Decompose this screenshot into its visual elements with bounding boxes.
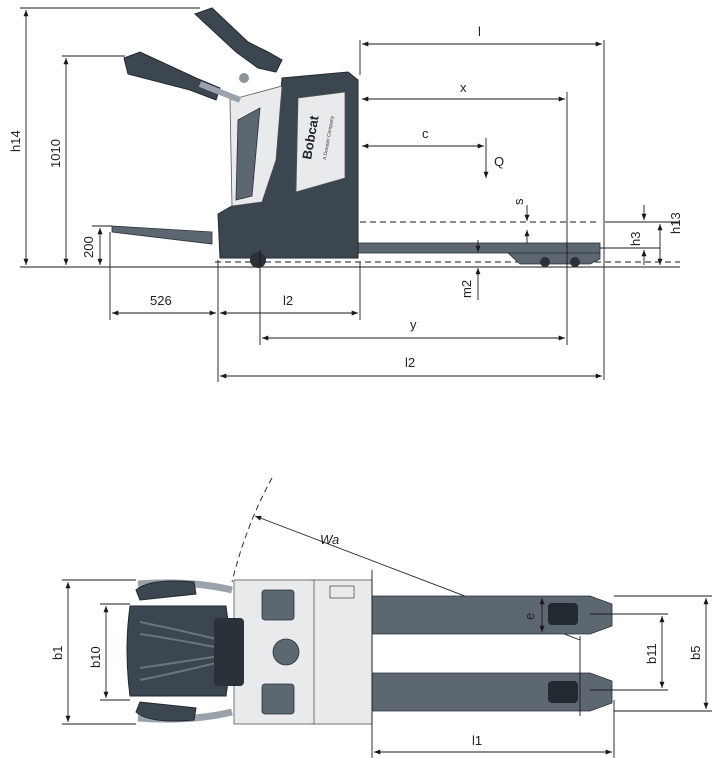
truck-top-illustration (126, 579, 613, 725)
label-l1: l1 (472, 733, 482, 748)
label-h13: h13 (668, 212, 683, 234)
label-b11: b11 (644, 643, 659, 664)
label-1010: 1010 (48, 139, 63, 168)
fork-side (357, 242, 601, 254)
lower-compartment (261, 683, 295, 715)
brand-plate (329, 585, 355, 599)
label-200: 200 (81, 236, 96, 258)
steer-pivot (272, 638, 300, 666)
fork-tip (506, 252, 601, 265)
tiller-top (214, 618, 244, 686)
label-y: y (410, 317, 417, 332)
label-q: Q (494, 154, 504, 169)
label-x: x (460, 80, 467, 95)
label-h14: h14 (8, 130, 23, 152)
label-panel (295, 91, 346, 193)
tiller-pivot (239, 73, 249, 83)
label-526: 526 (150, 293, 172, 308)
label-b5: b5 (688, 646, 703, 660)
platform-tread (139, 621, 221, 681)
battery-cover (309, 579, 373, 725)
truck-side-illustration: Bobcat A Doosan Company (111, 7, 601, 268)
fork-wheel-upper (548, 603, 578, 625)
fork-wheel-lower (548, 681, 578, 703)
label-l2-short: l2 (283, 293, 293, 308)
label-e: e (522, 613, 537, 620)
tiller-arm (198, 81, 242, 103)
grip-lower (135, 701, 197, 722)
label-s: s (511, 198, 526, 205)
load-roller (540, 257, 550, 267)
fold-platform (111, 225, 213, 245)
label-b10: b10 (88, 646, 103, 668)
side-guard (235, 107, 261, 201)
upper-compartment (261, 589, 295, 621)
side-view: Bobcat A Doosan Company l x c (8, 7, 683, 382)
label-b1: b1 (50, 646, 65, 660)
grip-upper (135, 580, 197, 601)
tiller-head-lowered (123, 51, 221, 101)
tiller-head-raised (194, 7, 283, 73)
label-c: c (422, 126, 429, 141)
label-wa: Wa (320, 532, 339, 547)
label-h3: h3 (628, 232, 643, 246)
load-roller-2 (570, 257, 580, 267)
turning-radius-arc (231, 477, 273, 583)
top-view: Wa b1 (50, 477, 712, 758)
label-l2-long: l2 (405, 355, 415, 370)
label-m2: m2 (459, 280, 474, 298)
label-l: l (478, 24, 481, 39)
drive-wheel (250, 252, 266, 268)
